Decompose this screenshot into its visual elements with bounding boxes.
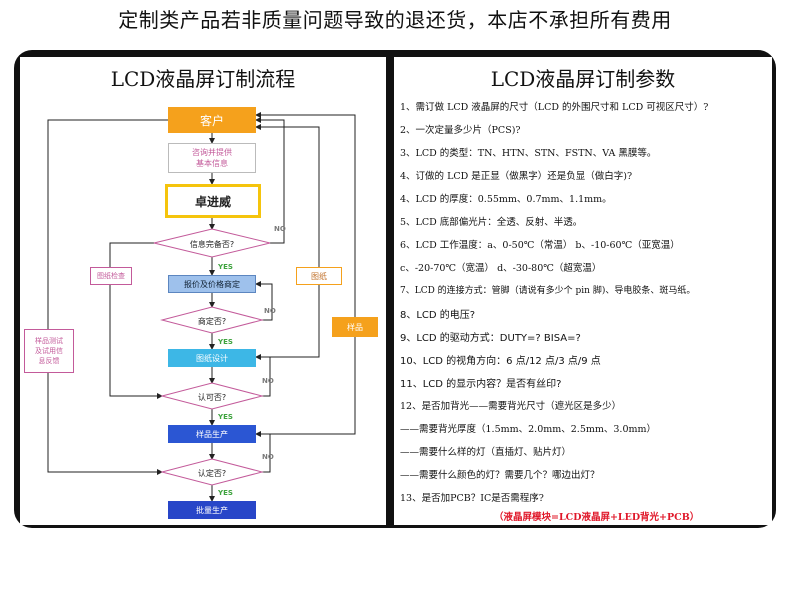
- node-drawings: 图纸: [296, 267, 342, 285]
- label-yes-4: YES: [218, 489, 233, 497]
- param-item: 3、LCD 的类型：TN、HTN、STN、FSTN、VA 黑膜等。: [400, 148, 657, 159]
- label-no-2: NO: [264, 307, 276, 315]
- param-item: c、-20-70℃（宽温） d、-30-80℃（超宽温）: [400, 263, 602, 274]
- label-no-3: NO: [262, 377, 274, 385]
- label-yes-3: YES: [218, 413, 233, 421]
- decision-confirm: [160, 458, 264, 486]
- sample-test-line-3: 息反馈: [38, 357, 60, 365]
- decision-agree: [160, 306, 264, 334]
- node-mass-production: 批量生产: [168, 501, 256, 519]
- decision-approve-text: 认可否?: [197, 393, 227, 402]
- label-no-1: NO: [274, 225, 286, 233]
- node-quote: 报价及价格商定: [168, 275, 256, 293]
- param-item: 10、LCD 的视角方向：6 点/12 点/3 点/9 点: [400, 356, 601, 367]
- param-item: 6、LCD 工作温度：a、0-50℃（常温） b、-10-60℃（亚宽温）: [400, 240, 680, 251]
- consult-line-1: 咨询并提供: [192, 148, 232, 157]
- param-item: 4、LCD 的厚度：0.55mm、0.7mm、1.1mm。: [400, 194, 612, 205]
- param-item: 5、LCD 底部偏光片：全透、反射、半透。: [400, 217, 583, 228]
- params-footer: （液晶屏模块=LCD液晶屏+LED背光+PCB）: [494, 512, 700, 523]
- param-item: 4、订做的 LCD 是正显（做黑字）还是负显（做白字)?: [400, 171, 633, 182]
- param-item: ——需要什么颜色的灯？需要几个？哪边出灯？: [400, 470, 600, 481]
- consult-line-2: 基本信息: [196, 159, 228, 168]
- param-item: 1、需订做 LCD 液晶屏的尺寸（LCD 的外围尺寸和 LCD 可视区尺寸）?: [400, 102, 709, 113]
- param-item: 7、LCD 的连接方式：管脚（请说有多少个 pin 脚)、导电胶条、斑马纸。: [400, 286, 696, 296]
- param-item: 9、LCD 的驱动方式：DUTY=? BISA=?: [400, 333, 581, 344]
- param-item: ——需要什么样的灯（直插灯、贴片灯）: [400, 447, 572, 458]
- decision-confirm-text: 认定否?: [197, 469, 227, 478]
- decision-agree-text: 商定否?: [197, 317, 227, 326]
- node-company: 卓进威: [165, 184, 261, 218]
- flowchart-connectors: [47, 112, 356, 502]
- param-item: 13、是否加PCB？IC是否需程序?: [400, 493, 544, 504]
- flowchart-title: LCD液晶屏订制流程: [110, 67, 296, 91]
- label-yes-2: YES: [218, 338, 233, 346]
- decision-info-complete: [153, 228, 271, 258]
- flowchart-panel: LCD液晶屏订制流程: [20, 57, 386, 525]
- params-panel: LCD液晶屏订制参数 1、需订做 LCD 液晶屏的尺寸（LCD 的外围尺寸和 L…: [394, 57, 772, 525]
- sample-test-line-1: 样品测试: [35, 337, 63, 345]
- param-item: 2、一次定量多少片（PCS)?: [400, 125, 521, 136]
- node-sample-production: 样品生产: [168, 425, 256, 443]
- node-samples: 样品: [332, 317, 378, 337]
- param-item: 11、LCD 的显示内容？是否有丝印?: [400, 379, 562, 390]
- node-sample-test: 样品测试 及试用信 息反馈: [24, 329, 74, 373]
- node-consult: 咨询并提供 基本信息: [168, 143, 256, 173]
- node-drawing-check: 图纸检查: [90, 267, 132, 285]
- decision-info-complete-text: 信息完备否?: [189, 240, 235, 249]
- node-drawing-design: 图纸设计: [168, 349, 256, 367]
- params-title: LCD液晶屏订制参数: [490, 67, 676, 91]
- param-item: ——需要背光厚度（1.5mm、2.0mm、2.5mm、3.0mm）: [400, 424, 656, 435]
- param-item: 12、是否加背光——需要背光尺寸（遮光区是多少）: [400, 401, 622, 412]
- banner-notice: 定制类产品若非质量问题导致的退还货，本店不承担所有费用: [118, 8, 672, 32]
- node-customer: 客户: [168, 107, 256, 133]
- decision-approve: [160, 382, 264, 410]
- label-no-4: NO: [262, 453, 274, 461]
- label-yes-1: YES: [218, 263, 233, 271]
- param-item: 8、LCD 的电压?: [400, 310, 476, 321]
- sample-test-line-2: 及试用信: [35, 347, 63, 355]
